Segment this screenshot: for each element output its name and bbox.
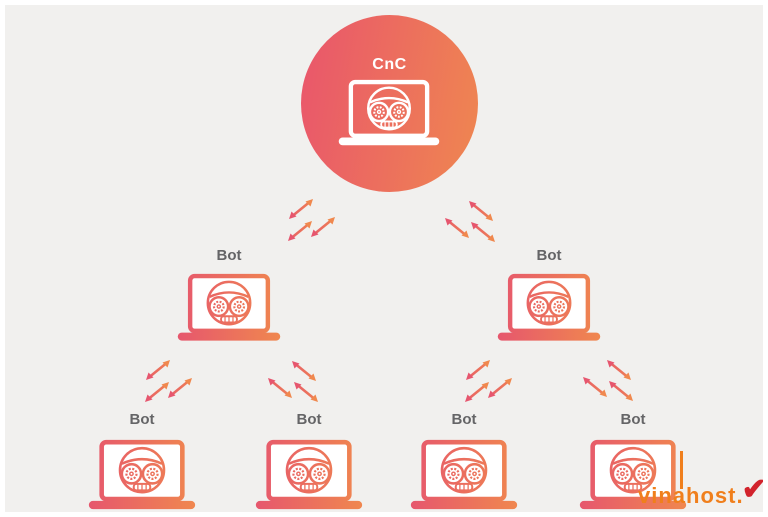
double-arrow-icon [143, 380, 171, 404]
double-arrow-icon [605, 358, 633, 382]
bot-laptop-icon [496, 273, 602, 342]
bot-laptop-icon [254, 439, 364, 511]
double-arrow-icon [287, 197, 315, 221]
bot-laptop-icon [87, 439, 197, 511]
bot-label: Bot [536, 247, 562, 264]
traffic-arrows-cnc-to-bot2 [443, 199, 497, 244]
double-arrow-icon [467, 199, 495, 223]
bot-node-2: Bot [494, 247, 604, 347]
bot-node-6: Bot [577, 411, 689, 516]
bot-laptop-icon [176, 273, 282, 342]
double-arrow-icon [309, 215, 337, 239]
double-arrow-icon [607, 379, 635, 403]
double-arrow-icon [266, 376, 294, 400]
bot-node-4: Bot [253, 411, 365, 516]
double-arrow-icon [443, 216, 471, 240]
watermark-logo-stroke [680, 451, 683, 489]
traffic-arrows-cnc-to-bot1 [286, 197, 337, 243]
double-arrow-icon [469, 220, 497, 244]
watermark-check-icon: ✔ [741, 473, 767, 506]
bot-node-5: Bot [408, 411, 520, 516]
bot-node-3: Bot [86, 411, 198, 516]
bot-label: Bot [620, 411, 646, 428]
bot-label: Bot [296, 411, 322, 428]
double-arrow-icon [290, 359, 318, 383]
bot-label: Bot [451, 411, 477, 428]
bot-label: Bot [129, 411, 155, 428]
bot-laptop-icon [409, 439, 519, 511]
traffic-arrows-bot1-to-bot3 [143, 358, 194, 404]
double-arrow-icon [144, 358, 172, 382]
double-arrow-icon [486, 376, 514, 400]
bot-label: Bot [216, 247, 242, 264]
double-arrow-icon [166, 376, 194, 400]
double-arrow-icon [292, 380, 320, 404]
double-arrow-icon [463, 380, 491, 404]
watermark-text: vinahost. [638, 483, 744, 508]
cnc-node: CnC [301, 15, 478, 192]
traffic-arrows-bot2-to-bot5 [463, 358, 514, 404]
cnc-label: CnC [372, 56, 407, 73]
double-arrow-icon [286, 219, 314, 243]
traffic-arrows-bot2-to-bot6 [581, 358, 635, 403]
watermark: vinahost.✔ [638, 475, 763, 509]
double-arrow-icon [464, 358, 492, 382]
bot-node-1: Bot [174, 247, 284, 347]
traffic-arrows-bot1-to-bot4 [266, 359, 320, 404]
double-arrow-icon [581, 375, 609, 399]
cnc-laptop-icon [337, 79, 441, 147]
